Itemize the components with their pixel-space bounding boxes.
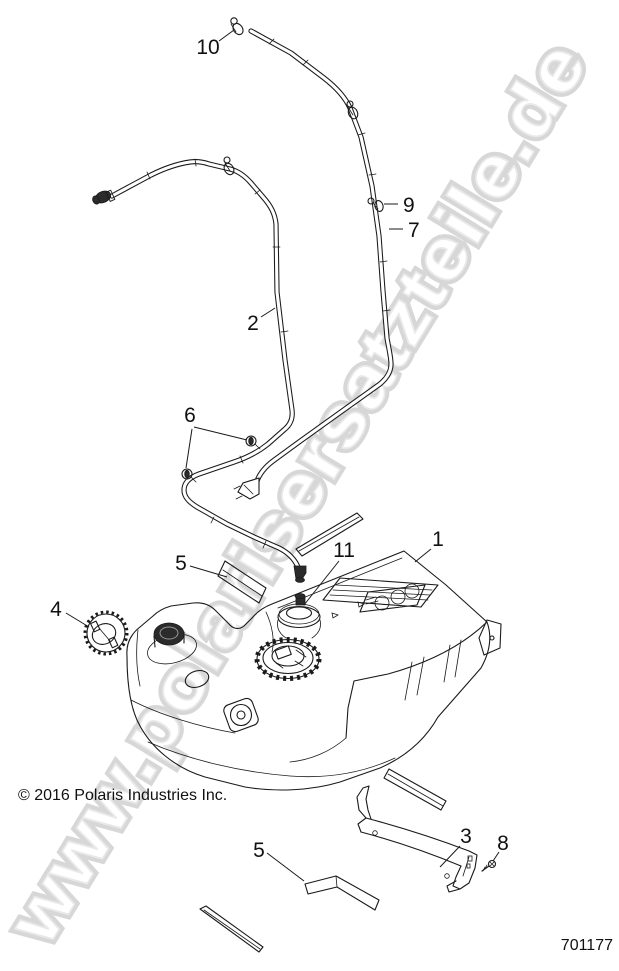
- clip-icon: [245, 435, 261, 450]
- clips: [181, 435, 261, 483]
- clip-icon: [181, 468, 197, 483]
- hose-segment-ticks: [146, 158, 289, 549]
- part-number: 701177: [561, 937, 613, 954]
- foam-strip-top: [295, 512, 364, 557]
- fuel-line-main: [233, 28, 394, 500]
- callout-1: 1: [432, 528, 444, 551]
- hose-elbow-fitting: [293, 565, 307, 583]
- foam-pads: [199, 512, 447, 953]
- foam-pad-lower: [304, 875, 380, 911]
- fuel-line-vent: [92, 158, 307, 583]
- foam-pad-upper: [217, 560, 267, 604]
- callout-10: 10: [196, 36, 219, 59]
- callout-3: 3: [460, 825, 472, 848]
- clamp-10-icon: [230, 17, 244, 36]
- clamp-icon: [223, 156, 235, 176]
- fuel-tank: [126, 550, 502, 791]
- clamp-icon: [346, 100, 359, 120]
- callout-6: 6: [184, 404, 196, 427]
- tank-strap: [356, 785, 478, 893]
- callouts: 10 9 7 2 6 1 11 5 4 3 8 5: [50, 36, 509, 862]
- watermark: www.polarisersatzteile.de www.polarisers…: [0, 23, 608, 962]
- callout-9: 9: [403, 194, 415, 217]
- hose-segment-ticks: [268, 38, 391, 312]
- foam-strip-right: [383, 768, 447, 811]
- hose-end-fitting: [92, 189, 116, 205]
- callout-5-upper: 5: [175, 552, 187, 575]
- callout-8: 8: [497, 832, 509, 855]
- clamp-9-icon: [367, 197, 384, 212]
- fuel-pump-ring: [254, 637, 322, 681]
- callout-4: 4: [50, 598, 62, 621]
- tank-top-panel: [322, 577, 439, 608]
- hose-fork-connector: [233, 477, 260, 500]
- callout-11: 11: [333, 539, 355, 562]
- tank-warning-label: [359, 583, 426, 613]
- callout-2: 2: [247, 312, 259, 335]
- foam-strip-bottom-left: [199, 905, 264, 953]
- callout-5-lower: 5: [253, 839, 265, 862]
- fuel-pump-cap: [277, 593, 321, 639]
- watermark-text-outline: www.polarisersatzteile.de: [0, 27, 603, 957]
- mounting-screw: [481, 859, 497, 872]
- clamps: [223, 17, 384, 212]
- fuel-cap: [83, 610, 129, 656]
- copyright-text: © 2016 Polaris Industries Inc.: [18, 787, 227, 804]
- callout-7: 7: [408, 219, 420, 242]
- leader-lines: [65, 29, 500, 882]
